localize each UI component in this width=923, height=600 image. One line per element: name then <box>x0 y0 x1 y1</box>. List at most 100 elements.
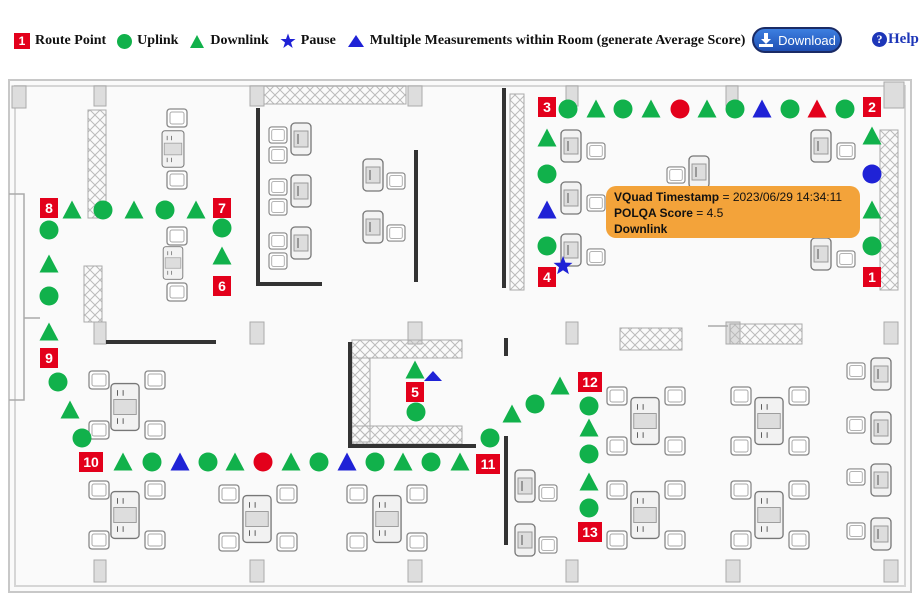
legend-route-point: 1 Route Point <box>14 33 106 49</box>
uplink-marker[interactable] <box>93 200 113 220</box>
route-point-10[interactable]: 10 <box>79 452 103 472</box>
downlink-marker[interactable] <box>450 452 470 471</box>
route-point-11[interactable]: 11 <box>476 454 500 474</box>
downlink-marker-low-score[interactable] <box>807 99 827 118</box>
uplink-marker[interactable] <box>421 452 441 472</box>
uplink-marker[interactable] <box>406 402 426 422</box>
route-point-3[interactable]: 3 <box>538 97 556 117</box>
multiple-measurement-marker[interactable] <box>424 371 442 381</box>
uplink-marker[interactable] <box>525 394 545 414</box>
uplink-marker[interactable] <box>39 286 59 306</box>
tooltip-timestamp-value: 2023/06/29 14:34:11 <box>732 190 843 204</box>
downlink-marker[interactable] <box>641 99 661 118</box>
help-link[interactable]: ? Help <box>872 31 919 48</box>
route-point-1[interactable]: 1 <box>863 267 881 287</box>
downlink-marker[interactable] <box>124 200 144 219</box>
route-point-badge <box>213 198 231 218</box>
uplink-marker[interactable] <box>155 200 175 220</box>
uplink-marker[interactable] <box>537 236 557 256</box>
downlink-marker[interactable] <box>502 404 522 423</box>
route-point-2[interactable]: 2 <box>863 97 881 117</box>
route-point-badge <box>79 452 103 472</box>
route-point-7[interactable]: 7 <box>213 198 231 218</box>
uplink-marker[interactable] <box>725 99 745 119</box>
route-point-label: 12 <box>582 374 598 390</box>
route-point-6[interactable]: 6 <box>213 276 231 296</box>
uplink-marker[interactable] <box>579 498 599 518</box>
uplink-marker[interactable] <box>142 452 162 472</box>
tooltip-timestamp: VQuad Timestamp = 2023/06/29 14:34:11 <box>614 190 843 204</box>
uplink-marker[interactable] <box>613 99 633 119</box>
download-button[interactable]: Download <box>752 27 842 53</box>
downlink-marker[interactable] <box>186 200 206 219</box>
pause-marker[interactable] <box>553 256 573 275</box>
uplink-marker[interactable] <box>835 99 855 119</box>
downlink-marker[interactable] <box>586 99 606 118</box>
uplink-marker-low-score[interactable] <box>670 99 690 119</box>
route-point-badge <box>538 97 556 117</box>
uplink-marker[interactable] <box>780 99 800 119</box>
legend-multiple: Multiple Measurements within Room (gener… <box>347 33 745 49</box>
downlink-marker[interactable] <box>62 200 82 219</box>
uplink-marker[interactable] <box>480 428 500 448</box>
uplink-marker-blue[interactable] <box>862 164 882 184</box>
downlink-marker[interactable] <box>39 322 59 341</box>
route-point-label: 11 <box>481 456 496 472</box>
route-point-4[interactable]: 4 <box>538 267 556 287</box>
route-point-badge <box>863 97 881 117</box>
downlink-marker[interactable] <box>225 452 245 471</box>
uplink-marker[interactable] <box>558 99 578 119</box>
pause-star-icon <box>280 33 296 49</box>
legend-uplink: Uplink <box>117 33 178 49</box>
route-point-label: 10 <box>83 454 99 470</box>
uplink-marker[interactable] <box>39 220 59 240</box>
downlink-marker[interactable] <box>537 128 557 147</box>
downlink-marker[interactable] <box>579 472 599 491</box>
downlink-marker[interactable] <box>550 376 570 395</box>
uplink-marker[interactable] <box>198 452 218 472</box>
multiple-triangle-icon <box>347 34 365 48</box>
downlink-marker[interactable] <box>697 99 717 118</box>
legend-pause-label: Pause <box>300 33 336 48</box>
downlink-marker[interactable] <box>393 452 413 471</box>
downlink-marker-blue[interactable] <box>752 99 772 118</box>
uplink-marker[interactable] <box>579 396 599 416</box>
route-point-label: 13 <box>582 524 598 540</box>
route-point-5[interactable]: 5 <box>406 382 424 402</box>
downlink-marker[interactable] <box>281 452 301 471</box>
uplink-marker[interactable] <box>862 236 882 256</box>
downlink-marker-blue[interactable] <box>170 452 190 471</box>
route-point-8[interactable]: 8 <box>40 198 58 218</box>
downlink-marker[interactable] <box>579 418 599 437</box>
downlink-marker-blue[interactable] <box>337 452 357 471</box>
downlink-marker[interactable] <box>60 400 80 419</box>
route-point-label: 5 <box>411 384 419 400</box>
route-point-badge <box>406 382 424 402</box>
downlink-marker[interactable] <box>405 360 425 379</box>
downlink-marker-blue[interactable] <box>537 200 557 219</box>
route-point-13[interactable]: 13 <box>578 522 602 542</box>
uplink-marker[interactable] <box>537 164 557 184</box>
route-point-label: 9 <box>45 350 53 366</box>
route-point-label: 6 <box>218 278 226 294</box>
downlink-marker[interactable] <box>39 254 59 273</box>
measurement-markers[interactable] <box>39 99 882 518</box>
uplink-marker[interactable] <box>48 372 68 392</box>
downlink-marker[interactable] <box>212 246 232 265</box>
route-point-12[interactable]: 12 <box>578 372 602 392</box>
uplink-marker[interactable] <box>309 452 329 472</box>
downlink-triangle-icon <box>189 34 205 49</box>
route-point-label: 3 <box>543 99 551 115</box>
downlink-marker[interactable] <box>862 126 882 145</box>
uplink-marker[interactable] <box>365 452 385 472</box>
route-point-9[interactable]: 9 <box>40 348 58 368</box>
uplink-marker[interactable] <box>72 428 92 448</box>
uplink-marker[interactable] <box>212 218 232 238</box>
uplink-marker-low-score[interactable] <box>253 452 273 472</box>
downlink-marker[interactable] <box>113 452 133 471</box>
downlink-marker[interactable] <box>862 200 882 219</box>
route-point-icon: 1 <box>14 33 30 49</box>
uplink-marker[interactable] <box>579 444 599 464</box>
